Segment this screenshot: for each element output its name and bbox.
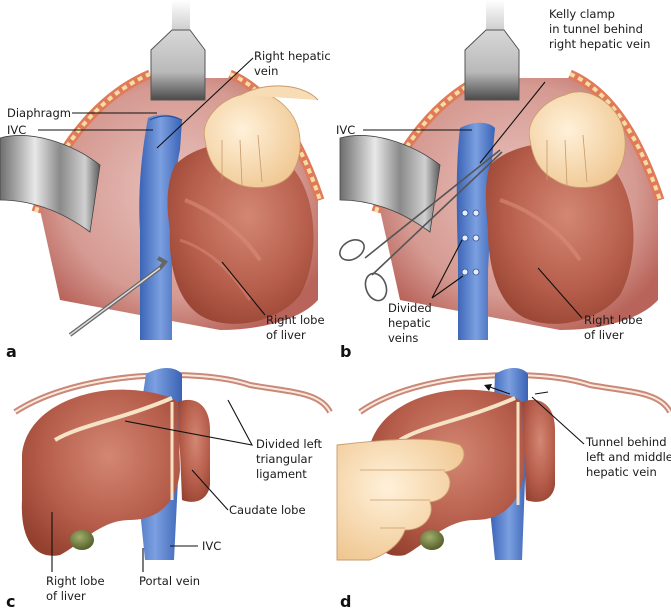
leader-right-lobe-b (537, 267, 583, 319)
label-caudate-lobe: Caudate lobe (229, 503, 306, 517)
panel-letter-a: a (6, 342, 17, 361)
liver (21, 389, 180, 556)
panel-letter-b: b (340, 342, 351, 361)
retractor-icon (464, 0, 520, 101)
arrowhead-icon (484, 384, 492, 391)
panel-letter-d: d (340, 592, 351, 611)
label-ivc: IVC (336, 123, 355, 137)
caudate-lobe (522, 399, 555, 502)
tunnel-arrow (534, 391, 549, 395)
label-diaphragm: Diaphragm (7, 106, 71, 120)
caudate-lobe (178, 399, 210, 502)
vein-ties (461, 209, 480, 276)
leader-right-lobe-a (221, 261, 266, 316)
ivc-vessel (139, 114, 182, 340)
hand-icon (336, 438, 465, 561)
side-retractor-icon (0, 135, 101, 233)
leader-divided-veins (431, 239, 464, 299)
gallbladder (420, 530, 444, 550)
tunnel-arrow (486, 385, 511, 395)
panel-letter-c: c (6, 592, 15, 611)
leader-kelly-clamp (479, 81, 546, 164)
label-portal-vein: Portal vein (139, 574, 200, 588)
leader-triangular-ligament (124, 399, 254, 446)
label-ivc: IVC (7, 123, 26, 137)
side-retractor-icon (339, 135, 441, 233)
leader-caudate-lobe (191, 469, 229, 511)
hand-icon (528, 91, 626, 188)
leader-right-hepatic-vein (156, 57, 254, 149)
retractor-icon (150, 0, 206, 101)
leader-tunnel (531, 396, 585, 445)
label-ivc: IVC (202, 539, 221, 553)
kelly-clamp-icon (339, 149, 503, 302)
hand-icon (203, 85, 319, 188)
gallbladder (70, 530, 94, 550)
